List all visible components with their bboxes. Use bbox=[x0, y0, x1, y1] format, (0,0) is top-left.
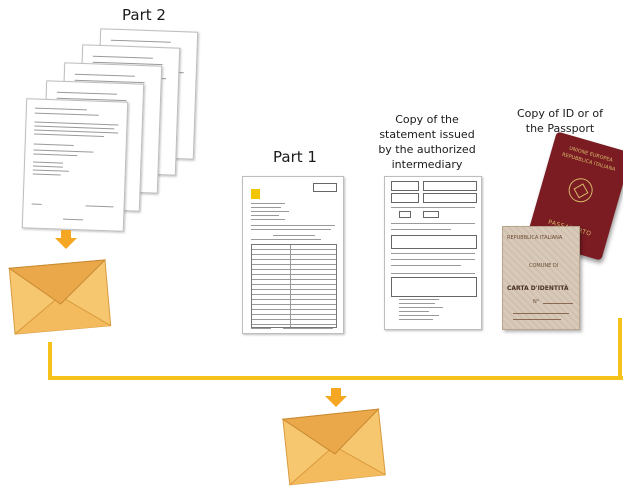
id-card-header: REPUBBLICA ITALIANA bbox=[507, 235, 563, 241]
part2-label: Part 2 bbox=[122, 6, 166, 24]
id-card-number: N° bbox=[533, 299, 540, 305]
part1-label: Part 1 bbox=[273, 148, 317, 166]
part1-document bbox=[242, 176, 344, 334]
down-arrow-icon bbox=[55, 230, 77, 249]
envelope-icon bbox=[7, 259, 112, 335]
identity-card: REPUBBLICA ITALIANA COMUNE DI CARTA D'ID… bbox=[502, 226, 580, 330]
statement-document bbox=[384, 176, 482, 330]
part1-form-table bbox=[251, 244, 337, 328]
statement-label: Copy of the statement issued by the auth… bbox=[378, 113, 476, 171]
id-card-comune: COMUNE DI bbox=[529, 263, 559, 269]
down-arrow-icon bbox=[325, 388, 347, 407]
envelope-icon bbox=[281, 408, 386, 486]
id-card-title: CARTA D'IDENTITÀ bbox=[507, 285, 569, 292]
id-passport-label: Copy of ID or of the Passport bbox=[516, 107, 604, 135]
company-logo-icon bbox=[251, 189, 260, 199]
